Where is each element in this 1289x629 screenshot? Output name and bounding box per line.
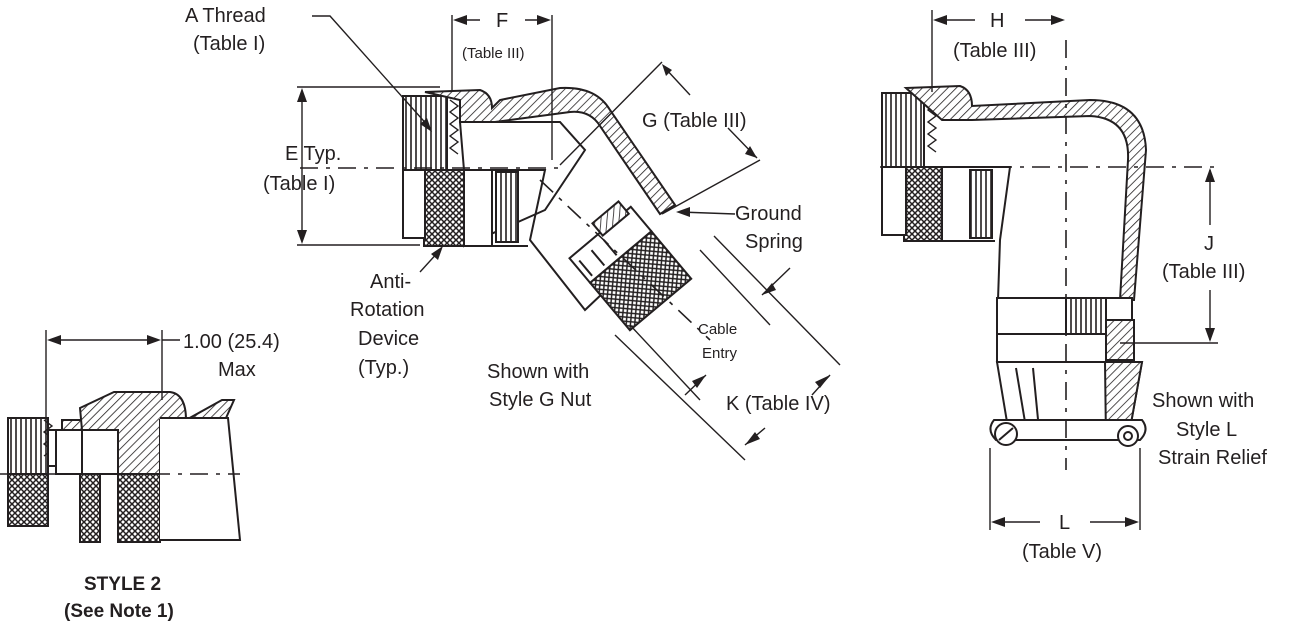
anti-label-2: Rotation xyxy=(350,299,425,321)
g-label: G (Table III) xyxy=(642,110,746,132)
a-thread-ref: (Table I) xyxy=(193,33,265,55)
e-ref: (Table I) xyxy=(263,173,335,195)
h-label: H xyxy=(990,10,1004,32)
coupling-nut-ribs xyxy=(402,95,448,171)
elbow-shell xyxy=(903,84,1148,301)
anti-label-4: (Typ.) xyxy=(358,357,409,379)
max-dim-label: 1.00 (25.4) xyxy=(183,331,280,353)
l-ref: (Table V) xyxy=(1022,541,1102,563)
shown-g-label-1: Shown with xyxy=(487,361,589,383)
j-ref: (Table III) xyxy=(1162,261,1245,283)
knurled-nut xyxy=(423,169,465,247)
anti-label-3: Device xyxy=(358,328,419,350)
e-label: E Typ. xyxy=(285,143,341,165)
h-ref: (Table III) xyxy=(953,40,1036,62)
k-label: K (Table IV) xyxy=(726,393,830,415)
style-2-connector xyxy=(0,330,242,543)
l-label: L xyxy=(1059,512,1070,534)
shown-g-label-2: Style G Nut xyxy=(489,389,592,411)
backshell-shell xyxy=(424,86,677,216)
a-thread-label: A Thread xyxy=(185,5,266,27)
j-label: J xyxy=(1204,233,1214,255)
angled-connector xyxy=(297,15,841,461)
f-label: F xyxy=(496,10,508,32)
style-2-note: (See Note 1) xyxy=(64,601,174,622)
shown-l-label-2: Style L xyxy=(1176,419,1237,441)
ground-label-1: Ground xyxy=(735,203,802,225)
cable-entry-label-2: Entry xyxy=(702,345,738,362)
cable-entry-label-1: Cable xyxy=(698,321,737,338)
max-word-label: Max xyxy=(218,359,256,381)
anti-label-1: Anti- xyxy=(370,271,411,293)
ground-label-2: Spring xyxy=(745,231,803,253)
labels: A Thread (Table I) F (Table III) E Typ. … xyxy=(64,5,1267,622)
style-2-title: STYLE 2 xyxy=(84,574,161,595)
f-ref: (Table III) xyxy=(462,45,525,62)
shown-l-label-3: Strain Relief xyxy=(1158,447,1267,469)
right-angle-connector xyxy=(880,10,1220,530)
shown-l-label-1: Shown with xyxy=(1152,390,1254,412)
